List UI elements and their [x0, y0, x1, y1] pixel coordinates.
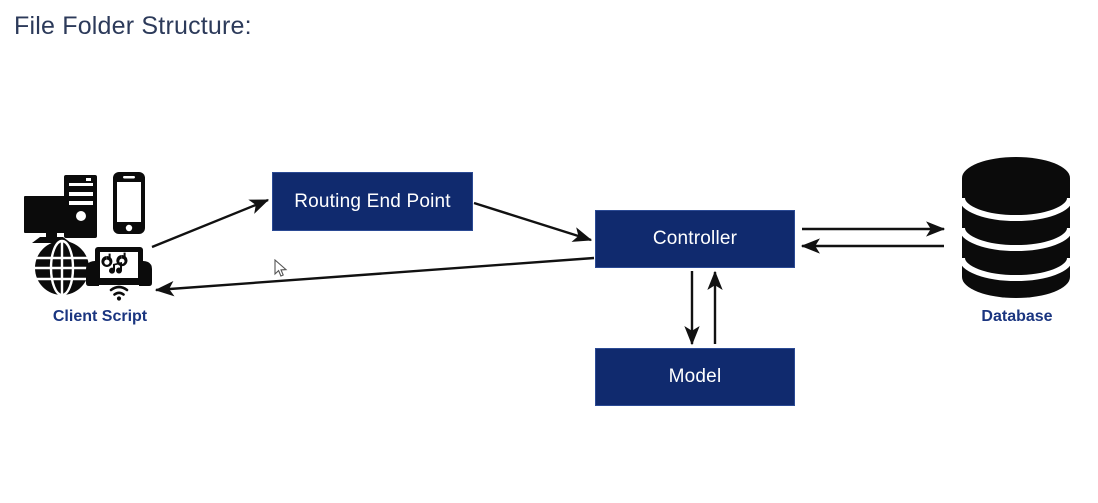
page-title: File Folder Structure: [14, 12, 252, 40]
desktop-computer-icon [24, 175, 97, 243]
controller-box[interactable]: Controller [595, 210, 795, 268]
client-script-label: Client Script [52, 308, 148, 325]
globe-icon [35, 239, 89, 297]
database-label: Database [981, 308, 1053, 325]
arrow-controller-to-client [154, 256, 595, 297]
database-cylinder-icon [959, 157, 1073, 298]
tablet-media-device-icon [86, 247, 152, 301]
arrow-client-to-routing [151, 198, 270, 249]
arrow-routing-to-controller [473, 201, 593, 242]
mouse-pointer-icon [274, 259, 288, 277]
smartphone-icon [113, 172, 145, 234]
routing-end-point-box[interactable]: Routing End Point [272, 172, 473, 231]
model-box[interactable]: Model [595, 348, 795, 406]
